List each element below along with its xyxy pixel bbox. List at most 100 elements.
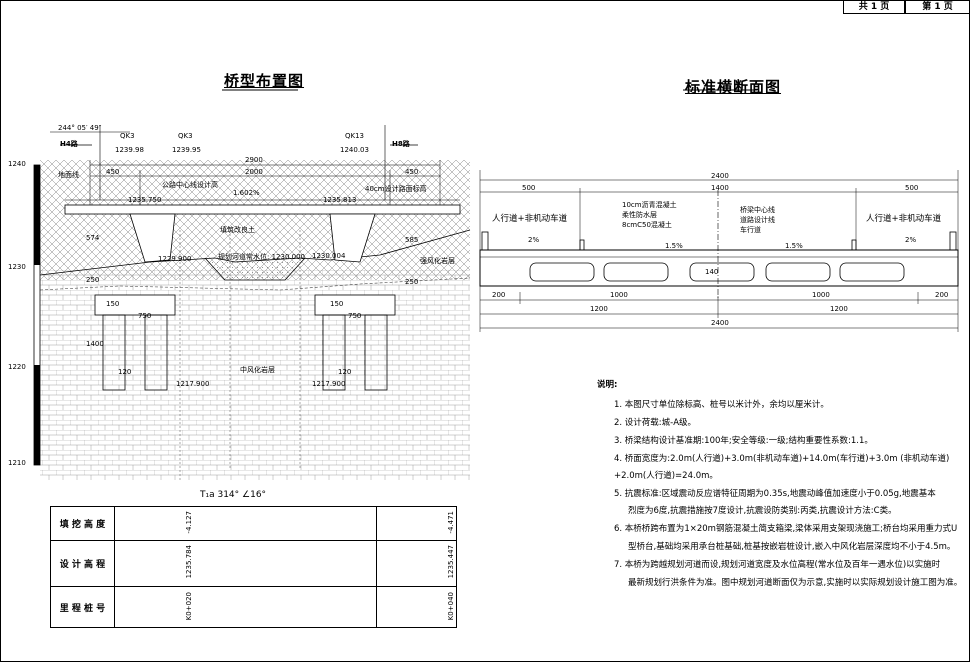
dimension-label: 750 [138, 312, 152, 320]
dimension-label: 585 [405, 236, 419, 244]
dimension-label: 250 [86, 276, 100, 284]
cross-section-title: 标准横断面图 [685, 78, 782, 96]
box-cell [603, 262, 669, 282]
slope-label: 2% [528, 236, 540, 244]
right-abutment [329, 213, 376, 263]
pile [144, 314, 168, 391]
dimension-label: 574 [86, 234, 100, 242]
dimension-label: 2900 [245, 156, 263, 164]
profile-table: 填 挖 高 度 -4.127 -4.471 设 计 高 程 1235.784 1… [50, 506, 457, 628]
note-line: 5. 抗震标准:区域震动反应谱特征周期为0.35s,地震动峰值加速度小于0.05… [614, 489, 936, 499]
road-label-left: H4路 [60, 140, 78, 148]
left-abutment [129, 213, 176, 263]
lane-label: 车行道 [740, 226, 761, 234]
note-line: 烈度为6度,抗震措施按7度设计,抗震设防类别:丙类,抗震设计方法:C类。 [628, 506, 897, 516]
total-pages: 共 1 页 [843, 0, 905, 14]
station-label: QK3 [178, 132, 193, 140]
dimension-label: 450 [405, 168, 419, 176]
dimension-label: 250 [405, 278, 419, 286]
row-label: 填 挖 高 度 [50, 506, 115, 541]
dimension-label: 200 [492, 291, 506, 299]
rock-label: 强风化岩层 [420, 257, 455, 265]
notes-heading: 说明: [597, 380, 618, 390]
sidewalk-label-right: 人行道+非机动车道 [866, 214, 942, 224]
sidewalk-label-left: 人行道+非机动车道 [492, 214, 568, 224]
road-label-right: H8路 [392, 140, 410, 148]
dimension-label: 750 [348, 312, 362, 320]
pile [322, 314, 346, 391]
axis-tick: 1230 [8, 263, 26, 271]
ground-elev-left: 1229.900 [158, 255, 192, 263]
left-pile-cap [94, 294, 176, 316]
axis-tick: 1240 [8, 160, 26, 168]
pavement-layer: 8cmC50混凝土 [622, 221, 672, 229]
road-elev-label: 40cm设计路面标高 [365, 185, 427, 193]
box-cell [765, 262, 831, 282]
table-cell: K0+020 [184, 591, 193, 620]
page-number: 第 1 页 [905, 0, 970, 14]
note-line: 3. 桥梁结构设计基准期:100年;安全等级:一级;结构重要性系数:1.1。 [614, 436, 873, 446]
dimension-label: 500 [522, 184, 536, 192]
elevation-left: 1235.750 [128, 196, 162, 204]
ground-elev-right: 1230.004 [312, 252, 346, 260]
table-cell: -4.471 [447, 510, 455, 534]
center-line-label: 桥梁中心线 [740, 206, 775, 214]
note-line: 4. 桥面宽度为:2.0m(人行道)+3.0m(非机动车道)+14.0m(车行道… [614, 454, 950, 464]
station-label: QK3 [120, 132, 135, 140]
dimension-label: 2000 [245, 168, 263, 176]
dimension-label: 150 [106, 300, 120, 308]
dimension-label: 2400 [711, 172, 729, 180]
box-cell [529, 262, 595, 282]
pile [102, 314, 126, 391]
row-label: 设 计 高 程 [50, 539, 115, 588]
elevation-right: 1235.813 [323, 196, 357, 204]
bearing-label: 244° 05′ 49″ [58, 124, 102, 132]
strike-angle-label: T₁a 314° ∠16° [200, 490, 267, 500]
note-line: 6. 本桥桥跨布置为1×20m钢筋混凝土简支箱梁,梁体采用支架现浇施工;桥台均采… [614, 524, 958, 534]
elevation-value: 1239.95 [172, 146, 201, 154]
pile [364, 314, 388, 391]
pile-bottom-elev: 1217.900 [312, 380, 346, 388]
axis-tick: 1220 [8, 363, 26, 371]
dimension-label: 120 [338, 368, 352, 376]
table-cell: 1235.447 [447, 545, 455, 579]
note-line: 最新规划行洪条件为准。图中规划河道断面仅为示意,实施时以实际规划设计施工图为准。 [628, 578, 963, 588]
note-line: 7. 本桥为跨越规划河道而设,规划河道宽度及水位高程(常水位及百年一遇水位)以实… [614, 560, 941, 570]
dimension-label: 1000 [610, 291, 628, 299]
right-pile-cap [314, 294, 396, 316]
ground-line-label: 地面线 [58, 171, 79, 179]
dimension-label: 1400 [86, 340, 104, 348]
slope-label: 1.5% [665, 242, 683, 250]
pile-bottom-elev: 1217.900 [176, 380, 210, 388]
dimension-label: 1200 [830, 305, 848, 313]
slope-label: 1.602% [233, 189, 260, 197]
slope-label: 2% [905, 236, 917, 244]
dimension-label: 1000 [812, 291, 830, 299]
row-label: 里 程 桩 号 [50, 586, 115, 628]
note-line: 型桥台,基础均采用承台桩基础,桩基按嵌岩桩设计,嵌入中风化岩层深度均不小于4.5… [628, 542, 956, 552]
note-line: 1. 本图尺寸单位除标高、桩号以米计外，余均以厘米计。 [614, 400, 829, 410]
design-center-label: 公路中心线设计高 [162, 181, 218, 189]
box-cell [689, 262, 755, 282]
design-line-label: 道路设计线 [740, 216, 775, 224]
table-cell: -4.127 [184, 510, 193, 534]
slope-label: 1.5% [785, 242, 803, 250]
bridge-deck [64, 204, 461, 215]
dimension-label: 500 [905, 184, 919, 192]
dimension-label: 1200 [590, 305, 608, 313]
dimension-label: 140 [705, 268, 719, 276]
rock-label: 中风化岩层 [240, 366, 275, 374]
note-line: +2.0m(人行道)=24.0m。 [614, 471, 718, 481]
dimension-label: 150 [330, 300, 344, 308]
cross-section-deck [479, 249, 959, 287]
station-label: QK13 [345, 132, 365, 140]
dimension-label: 120 [118, 368, 132, 376]
pavement-layer: 柔性防水层 [622, 211, 657, 219]
note-line: 2. 设计荷载:城-A级。 [614, 418, 697, 428]
dimension-label: 1400 [711, 184, 729, 192]
table-cell: 1235.784 [184, 545, 193, 579]
embankment-label: 填筑改良土 [220, 226, 255, 234]
elevation-value: 1239.98 [115, 146, 144, 154]
box-cell [839, 262, 905, 282]
